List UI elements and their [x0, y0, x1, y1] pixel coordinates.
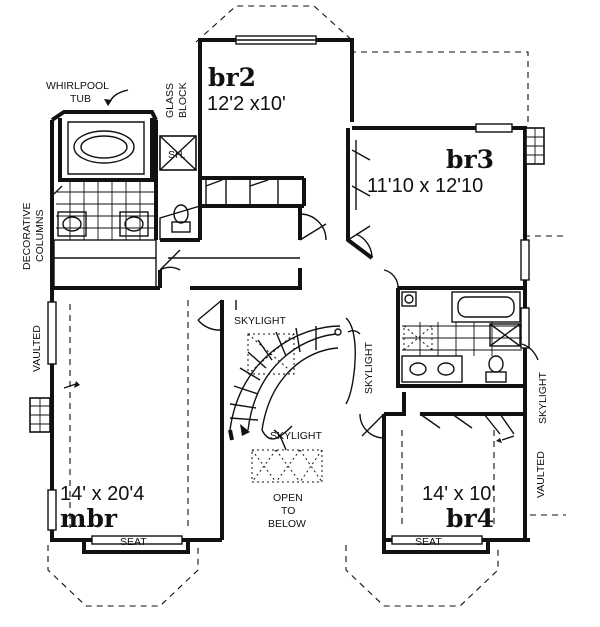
skylight-label: SKYLIGHT [363, 341, 375, 394]
chimney-right [525, 127, 545, 165]
br2-label: br2 [208, 63, 256, 92]
seat-label: SEAT [415, 536, 442, 548]
vaulted-label: VAULTED [535, 451, 547, 498]
mbr-size: 14' x 20'4 [60, 483, 144, 505]
shower-label: SH. [168, 149, 186, 161]
skylight-icon [251, 449, 323, 483]
curved-staircase [228, 300, 356, 441]
master-bath [53, 89, 197, 289]
roof-outline [47, 5, 566, 607]
leader-lines [53, 185, 539, 451]
shower-icon [159, 135, 197, 171]
whirlpool-tub-icon [73, 89, 135, 164]
chimney-left [29, 397, 51, 433]
skylight-icon [403, 325, 433, 351]
whirlpool-label: WHIRLPOOL [46, 80, 109, 92]
window-seat [82, 535, 190, 554]
toilet-icon [485, 355, 507, 383]
glass-block-label: GLASS [164, 83, 176, 118]
br4-label: br4 [446, 504, 494, 533]
tile-floor [56, 180, 156, 240]
toilet-icon [171, 204, 191, 233]
sink-icon [401, 355, 463, 383]
br4-size: 14' x 10' [422, 483, 495, 505]
mbr-label: mbr [60, 504, 118, 533]
window-seat [382, 535, 490, 554]
seat-label: SEAT [120, 536, 147, 548]
br2-size: 12'2 x10' [207, 93, 286, 115]
decorative-columns-label: COLUMNS [34, 209, 46, 262]
skylight-label: SKYLIGHT [234, 315, 287, 327]
open-to-below-label: TO [281, 505, 295, 517]
br3-size: 11'10 x 12'10 [367, 175, 483, 197]
sink-icon [57, 211, 87, 237]
skylight-label: SKYLIGHT [537, 371, 549, 424]
skylight-icon [247, 333, 295, 375]
open-to-below-label: BELOW [268, 518, 306, 530]
interior-walls [52, 128, 525, 540]
doors [159, 213, 515, 439]
windows [47, 35, 530, 531]
glass-block-label: BLOCK [177, 82, 189, 118]
whirlpool-label: TUB [70, 93, 91, 105]
skylight-label: SKYLIGHT [270, 430, 323, 442]
closets [159, 140, 371, 259]
open-to-below-label: OPEN [273, 492, 303, 504]
bath-2 [401, 291, 522, 383]
sink-icon [119, 211, 149, 237]
br3-label: br3 [446, 145, 494, 174]
vaulted-label: VAULTED [31, 325, 43, 372]
decorative-columns-label: DECORATIVE [21, 203, 33, 270]
